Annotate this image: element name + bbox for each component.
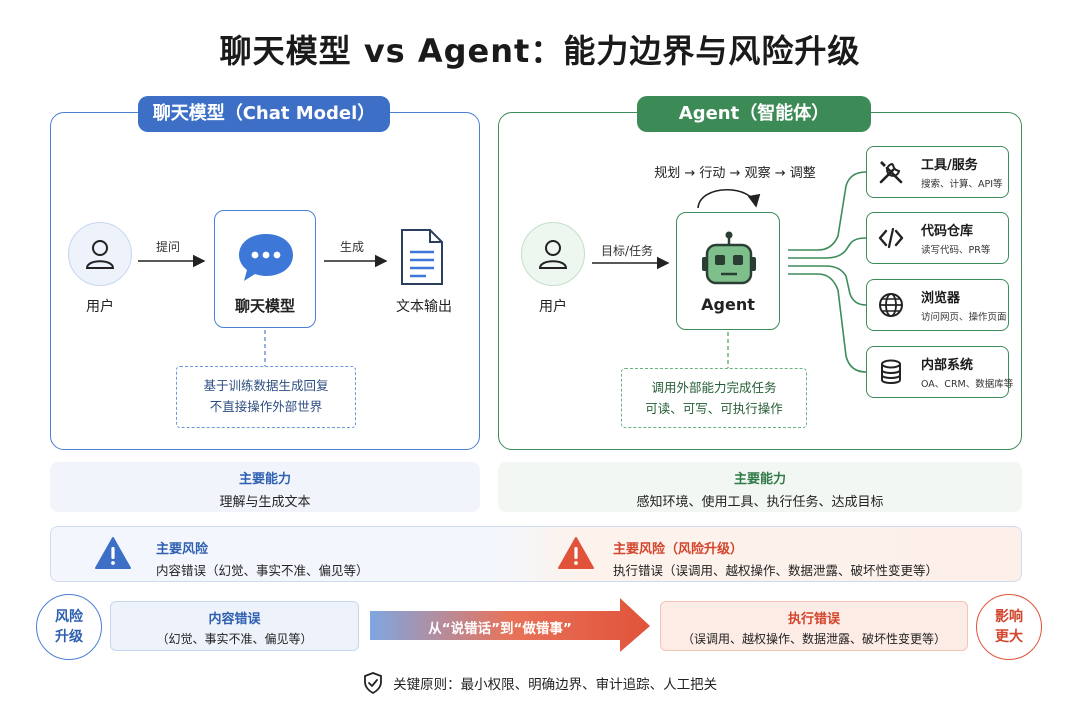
warning-icon-blue: [95, 537, 131, 569]
text-output-label: 文本输出: [396, 299, 452, 315]
chat-model-header: 聊天模型（Chat Model）: [138, 96, 390, 132]
agent-risk-text: 执行错误（误调用、越权操作、数据泄露、破坏性变更等）: [613, 563, 939, 578]
tool-card-services: 工具/服务 搜索、计算、API等: [866, 146, 1009, 198]
tool-desc: OA、CRM、数据库等: [921, 379, 1014, 390]
escalation-right-line1: 影响: [995, 609, 1023, 625]
tool-desc: 读写代码、PR等: [921, 245, 991, 256]
agent-note-line1: 调用外部能力完成任务: [651, 380, 777, 395]
agent-risk-title: 主要风险（风险升级）: [613, 542, 744, 557]
tool-title: 浏览器: [921, 291, 961, 306]
user-icon: [538, 240, 568, 269]
chat-note-line1: 基于训练数据生成回复: [203, 378, 329, 393]
escalation-arrow-text: 从“说错话”到“做错事”: [428, 621, 572, 637]
chat-model-box: 聊天模型: [214, 210, 316, 328]
generate-label: 生成: [339, 240, 364, 254]
user-avatar-chat: [68, 222, 132, 286]
goal-label: 目标/任务: [600, 244, 654, 258]
escalation-left-line2: 升级: [55, 629, 83, 645]
agent-capability-title: 主要能力: [733, 472, 786, 487]
agent-label: Agent: [701, 295, 755, 314]
tool-card-code-repo: 代码仓库 读写代码、PR等: [866, 212, 1009, 264]
database-icon: [881, 359, 901, 384]
chat-risk-text: 内容错误（幻觉、事实不准、偏见等）: [156, 563, 369, 578]
tool-desc: 访问网页、操作页面: [921, 312, 1007, 323]
shield-icon: [363, 672, 382, 695]
user-icon: [85, 240, 115, 269]
content-error-text: （幻觉、事实不准、偏见等）: [156, 632, 313, 646]
document-icon: [401, 229, 443, 285]
principle-text: 关键原则：最小权限、明确边界、审计追踪、人工把关: [393, 677, 718, 693]
agent-capability-text: 感知环境、使用工具、执行任务、达成目标: [636, 495, 884, 510]
tool-line-1: [788, 171, 867, 251]
agent-box: Agent: [676, 212, 780, 330]
escalation-left-line1: 风险: [55, 609, 83, 625]
tool-card-browser: 浏览器 访问网页、操作页面: [866, 279, 1009, 331]
page-title: 聊天模型 vs Agent：能力边界与风险升级: [219, 32, 861, 70]
chat-model-note: 基于训练数据生成回复 不直接操作外部世界: [176, 366, 356, 428]
key-principle: 关键原则：最小权限、明确边界、审计追踪、人工把关: [0, 672, 1080, 695]
agent-risk: 主要风险（风险升级） 执行错误（误调用、越权操作、数据泄露、破坏性变更等）: [613, 538, 938, 579]
tool-title: 工具/服务: [921, 158, 978, 173]
user-label-agent: 用户: [539, 299, 567, 315]
tool-line-4: [788, 273, 867, 373]
tool-title: 内部系统: [921, 358, 974, 373]
escalation-arrow: [370, 598, 650, 652]
execution-error-box: 执行错误 （误调用、越权操作、数据泄露、破坏性变更等）: [660, 601, 968, 651]
robot-icon: [702, 231, 756, 285]
globe-icon: [879, 293, 903, 317]
chat-risk-title: 主要风险: [156, 542, 209, 557]
chat-capability-text: 理解与生成文本: [219, 495, 311, 510]
content-error-title: 内容错误: [208, 612, 261, 627]
tool-card-internal-systems: 内部系统 OA、CRM、数据库等: [866, 346, 1013, 398]
tool-line-2: [788, 237, 867, 259]
chat-risk: 主要风险 内容错误（幻觉、事实不准、偏见等）: [156, 538, 369, 579]
agent-note-line2: 可读、可写、可执行操作: [645, 401, 783, 416]
chat-note-line2: 不直接操作外部世界: [209, 399, 323, 414]
warning-icon-red: [558, 537, 594, 569]
execution-error-text: （误调用、越权操作、数据泄露、破坏性变更等）: [681, 632, 946, 646]
agent-note: 调用外部能力完成任务 可读、可写、可执行操作: [621, 368, 807, 428]
user-label-chat: 用户: [86, 299, 114, 315]
tool-desc: 搜索、计算、API等: [921, 179, 1003, 190]
agent-capability: 主要能力 感知环境、使用工具、执行任务、达成目标: [498, 462, 1022, 512]
agent-loop-label: 规划 → 行动 → 观察 → 调整: [654, 166, 816, 181]
ask-label: 提问: [155, 240, 180, 254]
agent-header: Agent（智能体）: [637, 96, 871, 132]
bigger-impact-circle: 影响 更大: [976, 594, 1042, 660]
tool-title: 代码仓库: [921, 224, 974, 239]
user-avatar-agent: [521, 222, 585, 286]
content-error-box: 内容错误 （幻觉、事实不准、偏见等）: [110, 601, 359, 651]
chat-capability: 主要能力 理解与生成文本: [50, 462, 480, 512]
risk-escalation-circle: 风险 升级: [36, 594, 102, 660]
tools-icon: [879, 161, 903, 184]
code-icon: [878, 227, 904, 249]
escalation-right-line2: 更大: [995, 629, 1023, 645]
chat-capability-title: 主要能力: [238, 472, 291, 487]
chat-model-label: 聊天模型: [234, 297, 295, 315]
risk-row: [50, 526, 1022, 582]
loop-arrow: [697, 188, 761, 209]
chat-bubble-icon: [239, 234, 293, 281]
execution-error-title: 执行错误: [787, 612, 840, 627]
tool-line-3: [788, 265, 867, 306]
